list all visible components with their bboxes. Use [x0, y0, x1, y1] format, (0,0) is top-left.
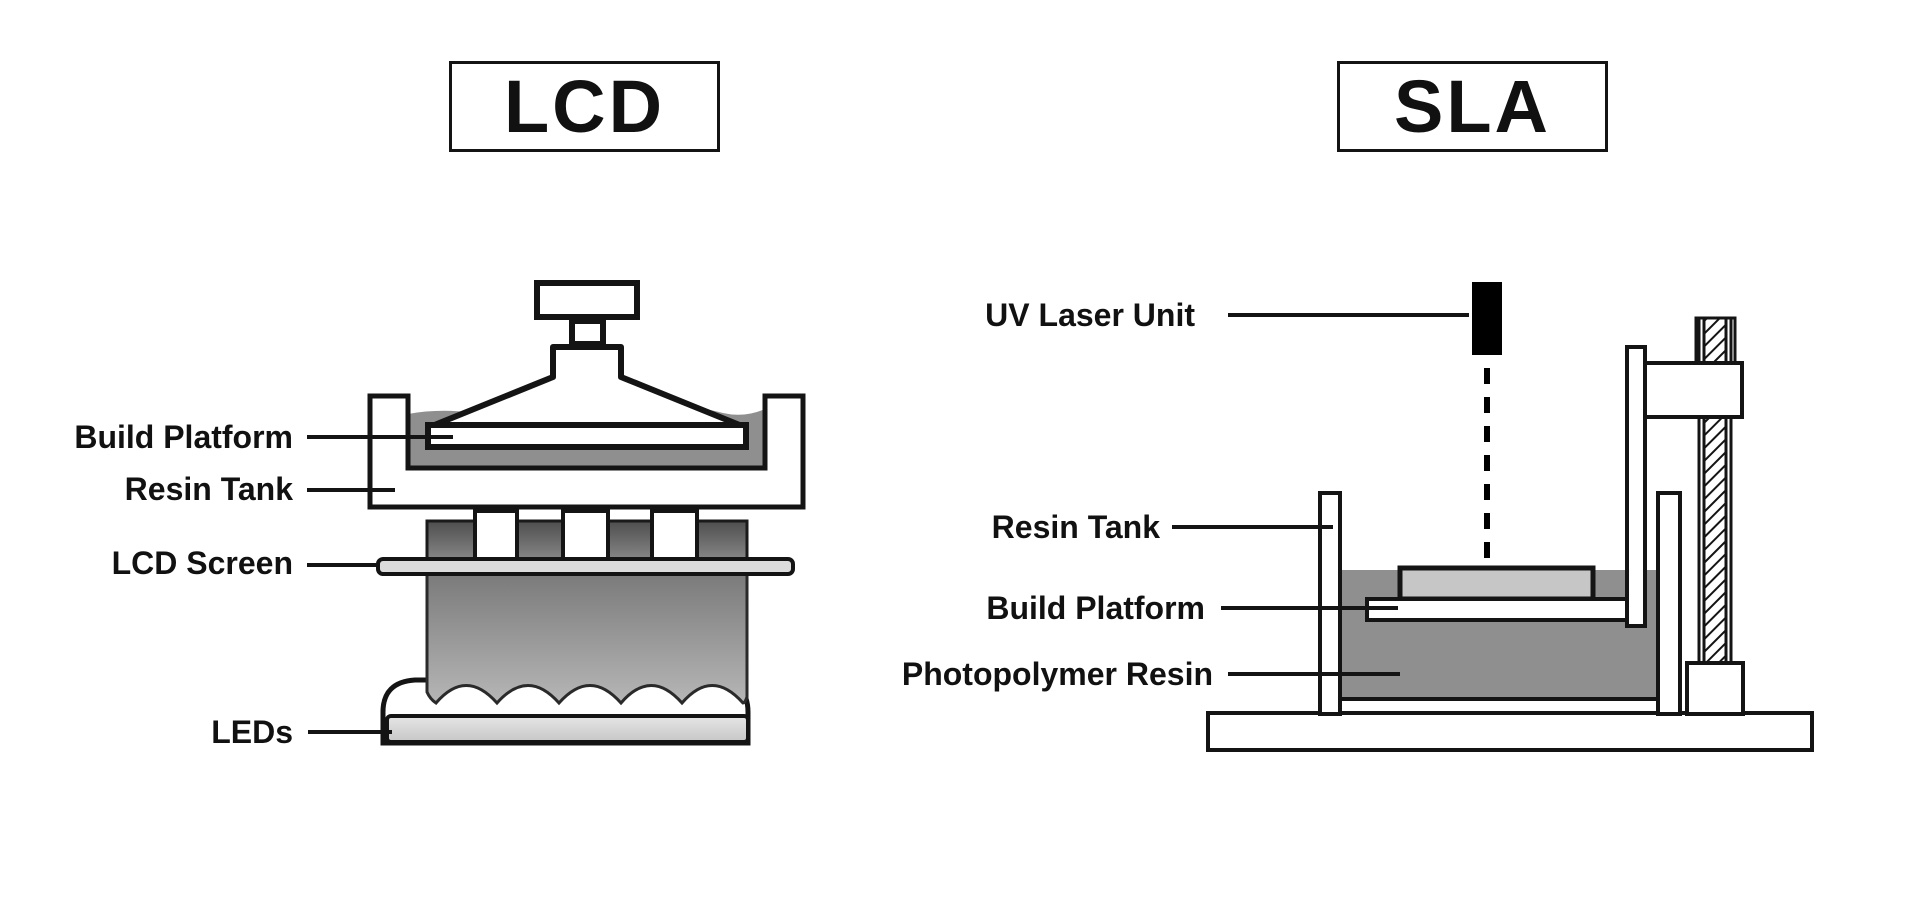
sla-printer-diagram	[1206, 282, 1814, 752]
sla-label-resin-tank: Resin Tank	[991, 509, 1160, 545]
lcd-standoff-tab	[650, 509, 699, 564]
sla-leader-resin-tank	[1172, 525, 1333, 529]
lcd-build-platform	[425, 422, 749, 450]
lcd-label-leds: LEDs	[211, 714, 293, 750]
sla-printed-part	[1397, 565, 1596, 602]
lcd-standoff-tab	[561, 509, 610, 564]
lcd-mount-knob	[534, 280, 640, 320]
sla-leader-uv-laser-unit	[1228, 313, 1469, 317]
sla-title: SLA	[1394, 64, 1551, 148]
sla-label-photopolymer-resin: Photopolymer Resin	[901, 656, 1213, 692]
lcd-mount-stem	[569, 318, 606, 347]
sla-tank-left-wall	[1318, 491, 1342, 716]
lcd-screen-bar	[376, 557, 795, 576]
lcd-platform-mount	[429, 344, 745, 429]
lcd-label-lcd-screen: LCD Screen	[111, 545, 293, 581]
lcd-light-guide	[425, 571, 749, 706]
sla-tank-right-wall	[1656, 491, 1682, 716]
lcd-leader-build-platform	[307, 435, 453, 439]
sla-title-box: SLA	[1337, 61, 1608, 152]
sla-motor-block	[1685, 661, 1745, 716]
sla-carriage-block	[1643, 361, 1744, 419]
sla-label-uv-laser-unit: UV Laser Unit	[985, 297, 1195, 333]
lcd-title-box: LCD	[449, 61, 720, 152]
lcd-printer-diagram	[367, 280, 806, 746]
sla-leader-photopolymer-resin	[1228, 672, 1400, 676]
sla-leader-build-platform	[1221, 606, 1398, 610]
lcd-resin-tank	[367, 393, 806, 510]
lcd-leader-resin-tank	[307, 488, 395, 492]
lcd-leader-lcd-screen	[307, 563, 379, 567]
sla-z-arm	[1625, 345, 1647, 628]
sla-build-platform	[1365, 597, 1632, 622]
sla-base-plate	[1206, 711, 1814, 752]
lcd-label-build-platform: Build Platform	[74, 419, 293, 455]
sla-label-build-platform: Build Platform	[986, 590, 1205, 626]
sla-uv-laser-unit	[1472, 282, 1502, 355]
lcd-label-resin-tank: Resin Tank	[124, 471, 293, 507]
lcd-led-strip	[385, 714, 750, 744]
lcd-leader-leds	[308, 730, 392, 734]
lcd-title: LCD	[503, 64, 666, 148]
lcd-standoff-tab	[473, 509, 519, 564]
